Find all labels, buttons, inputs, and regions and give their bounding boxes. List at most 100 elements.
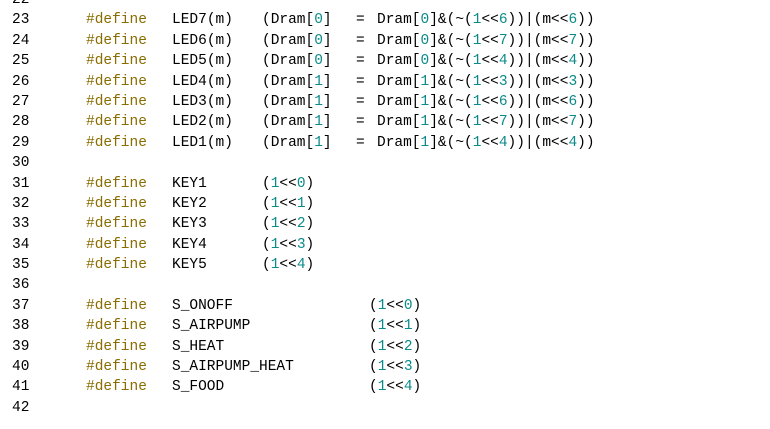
code-token: LED5: [172, 53, 207, 70]
macro-rhs: Dram[0]&(~(1<<4))|(m<<4)): [377, 51, 595, 71]
code-token: =: [356, 134, 365, 151]
code-token: ): [412, 379, 422, 396]
code-token: (: [369, 318, 378, 335]
macro-lhs: (Dram[1]: [262, 112, 332, 132]
code-token: (Dram[: [262, 73, 315, 90]
code-token: (Dram[: [262, 134, 315, 151]
define-keyword: #define: [86, 257, 147, 274]
code-token: <<: [386, 318, 404, 335]
macro-value: (1<<3): [369, 357, 421, 377]
code-token: ))|(m<<: [507, 73, 569, 90]
code-token: 1: [377, 338, 387, 355]
macro-rhs: Dram[1]&(~(1<<6))|(m<<6)): [377, 92, 595, 112]
code-token: 1: [296, 195, 306, 212]
line-number: 29: [12, 134, 30, 151]
code-token: <<: [481, 32, 499, 49]
code-token: ): [412, 297, 422, 314]
macro-value: (1<<1): [262, 194, 314, 214]
line-number: 39: [12, 338, 30, 355]
define-keyword: #define: [86, 12, 147, 29]
code-line[interactable]: 30: [0, 153, 770, 173]
code-token: S_AIRPUMP_HEAT: [172, 359, 294, 376]
code-token: ): [305, 175, 315, 192]
code-token: (m): [206, 114, 233, 131]
code-token: <<: [481, 93, 499, 110]
code-token: 7: [498, 114, 508, 131]
code-token: (: [262, 175, 271, 192]
code-token: Dram[: [377, 73, 421, 90]
code-token: 0: [420, 32, 430, 49]
code-token: 3: [403, 359, 413, 376]
define-keyword: #define: [86, 73, 147, 90]
line-number: 38: [12, 318, 30, 335]
code-token: (: [369, 359, 378, 376]
code-token: S_AIRPUMP: [172, 318, 251, 335]
line-number: 35: [12, 257, 30, 274]
code-token: ))|(m<<: [507, 93, 569, 110]
code-token: LED1: [172, 134, 207, 151]
code-token: (Dram[: [262, 32, 315, 49]
code-token: 1: [472, 134, 482, 151]
code-token: 4: [568, 53, 578, 70]
code-token: Dram[: [377, 12, 421, 29]
code-token: 6: [568, 93, 578, 110]
code-token: 4: [498, 53, 508, 70]
macro-name: LED4(m): [172, 72, 233, 92]
code-token: 7: [498, 32, 508, 49]
macro-name: LED6(m): [172, 31, 233, 51]
macro-rhs: Dram[0]&(~(1<<7))|(m<<7)): [377, 31, 595, 51]
macro-value: (1<<4): [369, 377, 421, 397]
line-number: 22: [12, 0, 30, 8]
line-number: 40: [12, 359, 30, 376]
code-token: )): [577, 12, 595, 29]
code-token: 1: [377, 359, 387, 376]
code-token: 6: [498, 12, 508, 29]
line-number: 42: [12, 399, 30, 416]
code-line[interactable]: 36: [0, 275, 770, 295]
code-token: LED3: [172, 93, 207, 110]
code-token: 1: [270, 257, 280, 274]
code-token: (: [369, 379, 378, 396]
code-token: LED4: [172, 73, 207, 90]
code-token: ))|(m<<: [507, 12, 569, 29]
macro-lhs: (Dram[1]: [262, 92, 332, 112]
code-line[interactable]: 42: [0, 398, 770, 418]
code-token: =: [356, 53, 365, 70]
code-token: 3: [568, 73, 578, 90]
code-token: 7: [568, 114, 578, 131]
code-token: ]&(~(: [429, 93, 473, 110]
code-token: LED7: [172, 12, 207, 29]
code-token: )): [577, 32, 595, 49]
code-token: KEY3: [172, 216, 207, 233]
code-token: <<: [481, 114, 499, 131]
define-keyword: #define: [86, 379, 147, 396]
line-number: 24: [12, 32, 30, 49]
code-token: <<: [386, 338, 404, 355]
macro-rhs: Dram[1]&(~(1<<3))|(m<<3)): [377, 72, 595, 92]
code-token: 1: [270, 216, 280, 233]
code-token: 1: [420, 73, 430, 90]
code-token: <<: [481, 12, 499, 29]
define-keyword: #define: [86, 114, 147, 131]
code-token: 3: [296, 236, 306, 253]
code-line[interactable]: 22: [0, 0, 770, 10]
code-token: 4: [403, 379, 413, 396]
